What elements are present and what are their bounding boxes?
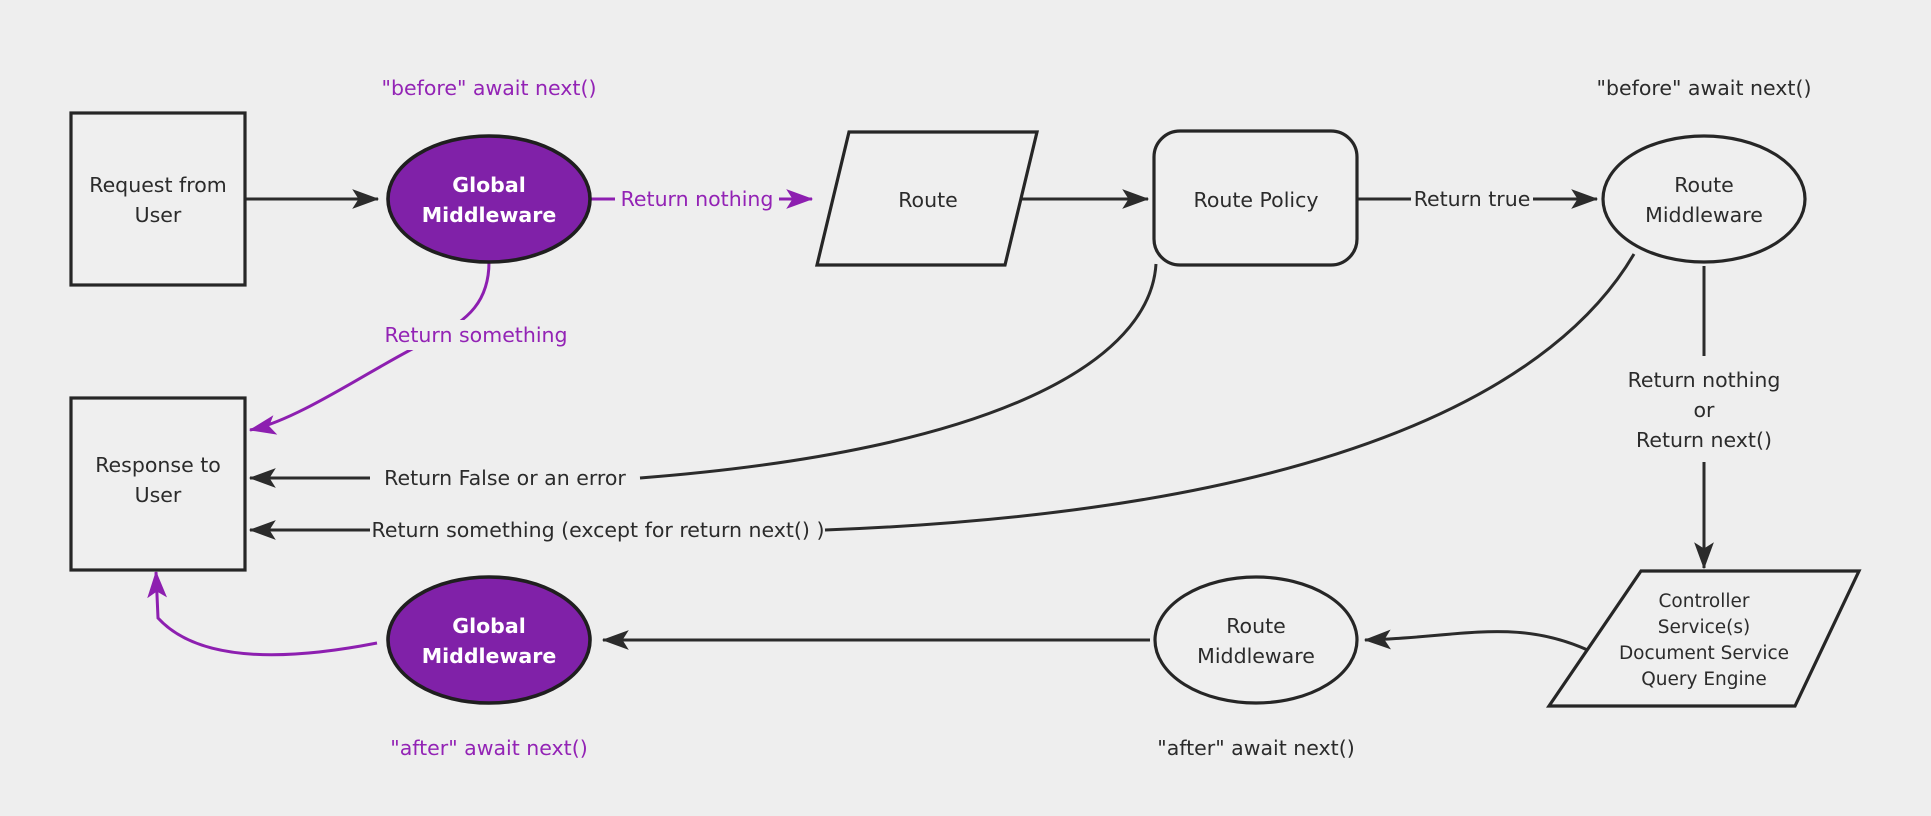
label-bg-return-false-or-error xyxy=(372,462,638,492)
annotation-after-await-next-global: "after" await next() xyxy=(390,736,587,760)
node-controller-line4: Query Engine xyxy=(1641,669,1767,690)
node-response-to-user-line2: User xyxy=(135,483,182,507)
node-global-middleware-bottom-line2: Middleware xyxy=(422,644,557,668)
node-route-policy[interactable] xyxy=(1152,129,1359,267)
edge-label-return-nothing: Return nothing xyxy=(621,187,774,211)
annotation-after-await-next-route-mw: "after" await next() xyxy=(1157,736,1354,760)
node-route-middleware-top-line1: Route xyxy=(1674,173,1734,197)
node-response-to-user[interactable] xyxy=(69,396,247,572)
node-global-middleware-bottom-line1: Global xyxy=(452,614,525,638)
label-bg-return-nothing xyxy=(615,183,779,213)
node-controller-services[interactable] xyxy=(1545,569,1862,708)
node-request-from-user-line1: Request from xyxy=(89,173,227,197)
edge-label-return-false-or-error: Return False or an error xyxy=(384,466,626,490)
node-controller-line1: Controller xyxy=(1658,591,1749,612)
edge-label-return-nothing-or-1: Return nothing xyxy=(1628,368,1781,392)
edge-route-middleware-to-response-curve xyxy=(824,253,1636,532)
label-bg-return-nothing-or-next xyxy=(1619,365,1791,459)
edge-label-return-nothing-or-2: or xyxy=(1694,398,1716,422)
node-route-policy-label: Route Policy xyxy=(1194,188,1319,212)
annotation-before-await-next-global: "before" await next() xyxy=(382,76,597,100)
edge-global-middleware-bottom-to-response xyxy=(147,570,378,657)
edge-label-return-nothing-or-3: Return next() xyxy=(1636,428,1772,452)
node-global-middleware-top-line2: Middleware xyxy=(422,203,557,227)
node-route-middleware-top-line2: Middleware xyxy=(1645,203,1763,227)
node-global-middleware-bottom[interactable] xyxy=(386,575,592,705)
edge-controller-to-route-middleware-bottom xyxy=(1363,629,1599,657)
node-route-middleware-top[interactable] xyxy=(1601,134,1807,264)
node-route[interactable] xyxy=(814,130,1040,267)
node-route-middleware-bottom-line1: Route xyxy=(1226,614,1286,638)
node-route-middleware-bottom-line2: Middleware xyxy=(1197,644,1315,668)
edge-label-return-true: Return true xyxy=(1414,187,1531,211)
edge-label-return-something: Return something xyxy=(384,323,567,347)
label-bg-return-something xyxy=(382,320,576,350)
label-bg-return-something-except xyxy=(372,514,824,544)
label-bg-return-true xyxy=(1411,183,1533,213)
edge-route-policy-to-response-curve xyxy=(639,263,1158,480)
node-request-from-user[interactable] xyxy=(69,111,247,287)
node-global-middleware-top[interactable] xyxy=(386,134,592,264)
node-controller-line2: Service(s) xyxy=(1658,617,1750,638)
node-route-label: Route xyxy=(898,188,958,212)
node-request-from-user-line2: User xyxy=(135,203,182,227)
node-global-middleware-top-line1: Global xyxy=(452,173,525,197)
node-route-middleware-bottom[interactable] xyxy=(1153,575,1359,705)
node-controller-line3: Document Service xyxy=(1619,643,1789,664)
edge-label-return-something-except: Return something (except for return next… xyxy=(372,518,825,542)
node-response-to-user-line1: Response to xyxy=(95,453,221,477)
annotation-before-await-next-route-mw: "before" await next() xyxy=(1597,76,1812,100)
